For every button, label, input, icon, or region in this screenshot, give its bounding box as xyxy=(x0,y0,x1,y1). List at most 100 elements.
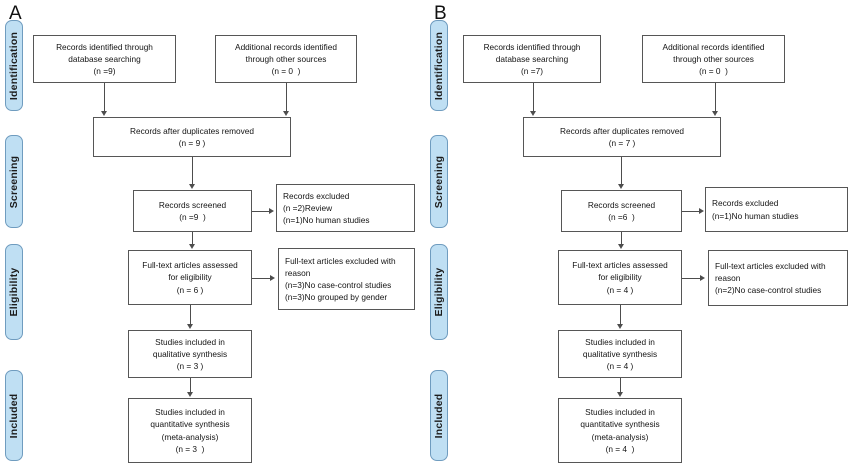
stage-label-screening: Screening xyxy=(433,155,445,208)
box-line: qualitative synthesis xyxy=(582,348,658,359)
box-line: through other sources xyxy=(673,53,754,64)
stage-bar-eligibility: Eligibility xyxy=(430,244,448,340)
stage-label-identification: Identification xyxy=(433,31,445,100)
connector-screened-to-excluded xyxy=(252,211,270,213)
box-line: (n =2)Review xyxy=(283,202,333,213)
box-line: (n = 3 ) xyxy=(176,361,204,371)
connector-other-to-dupes xyxy=(715,83,717,112)
arrowhead-fulltext-to-excluded xyxy=(700,275,705,281)
connector-fulltext-to-excluded xyxy=(682,278,700,280)
arrowhead-screened-to-fulltext xyxy=(618,244,624,249)
arrowhead-qualitative-to-quantitative xyxy=(617,392,623,397)
box-after-duplicates: Records after duplicates removed (n = 9 … xyxy=(93,117,291,157)
arrowhead-other-to-dupes xyxy=(712,111,718,116)
box-line: database searching xyxy=(495,53,569,64)
box-line: reason xyxy=(285,267,311,278)
arrowhead-fulltext-to-qualitative xyxy=(617,324,623,329)
box-line: Full-text articles excluded with xyxy=(285,255,396,266)
panel-a: A Identification Screening Eligibility I… xyxy=(5,3,415,463)
box-line: Full-text articles assessed xyxy=(572,260,668,271)
connector-qualitative-to-quantitative xyxy=(620,378,622,392)
box-line: Full-text articles excluded with xyxy=(715,260,826,271)
stage-label-eligibility: Eligibility xyxy=(433,267,445,317)
box-line: qualitative synthesis xyxy=(152,348,228,359)
box-line: Additional records identified xyxy=(662,41,765,52)
box-fulltext-excluded: Full-text articles excluded with reason … xyxy=(708,250,848,306)
box-line: Studies included in xyxy=(585,407,655,418)
box-line: (n =9 ) xyxy=(179,212,206,222)
box-records-excluded: Records excluded (n=1)No human studies xyxy=(705,187,848,232)
box-line: (n = 6 ) xyxy=(176,284,204,295)
box-line: (n = 7 ) xyxy=(608,138,636,148)
arrowhead-db-to-dupes xyxy=(101,111,107,116)
box-quantitative-synthesis: Studies included in quantitative synthes… xyxy=(558,398,682,463)
arrowhead-db-to-dupes xyxy=(530,111,536,116)
box-line: (n=1)No human studies xyxy=(712,210,799,221)
box-qualitative-synthesis: Studies included in qualitative synthesi… xyxy=(128,330,252,378)
stage-label-included: Included xyxy=(433,393,445,438)
connector-fulltext-to-qualitative xyxy=(620,305,622,324)
arrowhead-dupes-to-screened xyxy=(189,184,195,189)
connector-screened-to-excluded xyxy=(682,211,699,213)
connector-dupes-to-screened xyxy=(192,157,194,185)
arrowhead-screened-to-excluded xyxy=(269,208,274,214)
box-line: Records after duplicates removed xyxy=(129,125,255,136)
stage-bar-screening: Screening xyxy=(430,135,448,228)
connector-other-to-dupes xyxy=(286,83,288,112)
box-line: Full-text articles assessed xyxy=(142,260,238,271)
arrowhead-screened-to-excluded xyxy=(699,208,704,214)
box-line: (n=3)No grouped by gender xyxy=(285,292,388,303)
box-line: database searching xyxy=(68,53,141,64)
box-records-screened: Records screened (n =9 ) xyxy=(133,190,252,232)
box-other-sources: Additional records identified through ot… xyxy=(642,35,785,83)
stage-label-identification: Identification xyxy=(8,31,20,100)
box-records-screened: Records screened (n =6 ) xyxy=(561,190,682,232)
arrowhead-dupes-to-screened xyxy=(618,184,624,189)
box-line: (n = 3 ) xyxy=(175,443,205,454)
box-line: Studies included in xyxy=(155,407,225,418)
box-line: Records excluded xyxy=(712,198,779,209)
stage-label-screening: Screening xyxy=(8,155,20,208)
box-line: Studies included in xyxy=(155,336,225,347)
box-records-excluded: Records excluded (n =2)Review (n=1)No hu… xyxy=(276,184,415,232)
stage-bar-eligibility: Eligibility xyxy=(5,244,23,340)
stage-bar-identification: Identification xyxy=(430,20,448,111)
panel-a-letter: A xyxy=(9,3,23,24)
box-line: (n = 9 ) xyxy=(178,138,206,148)
box-line: (meta-analysis) xyxy=(591,431,649,442)
box-quantitative-synthesis: Studies included in quantitative synthes… xyxy=(128,398,252,463)
connector-screened-to-fulltext xyxy=(621,232,623,244)
connector-fulltext-to-qualitative xyxy=(190,305,192,324)
stage-bar-screening: Screening xyxy=(5,135,23,228)
box-line: Records excluded xyxy=(283,190,350,201)
box-line: Records after duplicates removed xyxy=(559,125,685,136)
box-fulltext-excluded: Full-text articles excluded with reason … xyxy=(278,248,415,310)
box-database-search: Records identified through database sear… xyxy=(463,35,601,83)
box-line: (n=1)No human studies xyxy=(283,215,370,225)
arrowhead-fulltext-to-qualitative xyxy=(187,324,193,329)
arrowhead-qualitative-to-quantitative xyxy=(187,392,193,397)
connector-qualitative-to-quantitative xyxy=(190,378,192,392)
box-line: Records identified through xyxy=(56,41,153,52)
box-other-sources: Additional records identified through ot… xyxy=(215,35,357,83)
connector-screened-to-fulltext xyxy=(192,232,194,244)
box-line: (n =6 ) xyxy=(608,212,635,222)
stage-label-included: Included xyxy=(8,393,20,438)
box-line: Studies included in xyxy=(585,336,655,347)
stage-bar-identification: Identification xyxy=(5,20,23,111)
box-line: (n = 0 ) xyxy=(699,66,728,76)
box-line: Records screened xyxy=(587,199,656,210)
box-line: (n =7) xyxy=(521,66,543,76)
box-fulltext-assessed: Full-text articles assessed for eligibil… xyxy=(558,250,682,305)
box-qualitative-synthesis: Studies included in qualitative synthesi… xyxy=(558,330,682,378)
panel-b-letter: B xyxy=(434,3,448,24)
stage-bar-included: Included xyxy=(5,370,23,461)
box-line: Additional records identified xyxy=(235,41,337,52)
box-after-duplicates: Records after duplicates removed (n = 7 … xyxy=(523,117,721,157)
box-line: reason xyxy=(715,272,741,283)
box-line: (n=2)No case-control studies xyxy=(715,285,822,295)
box-line: (n =9) xyxy=(93,66,116,76)
box-database-search: Records identified through database sear… xyxy=(33,35,176,83)
panel-b: B Identification Screening Eligibility I… xyxy=(425,0,850,470)
